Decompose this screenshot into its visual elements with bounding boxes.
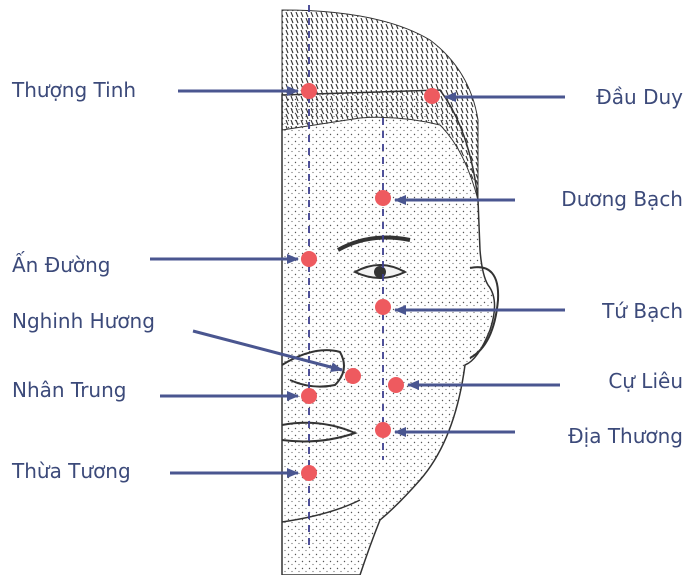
- point-thua-tuong[interactable]: [301, 465, 317, 481]
- point-duong-bach[interactable]: [375, 190, 391, 206]
- label-nhan-trung: Nhân Trung: [12, 378, 126, 402]
- label-dau-duy: Đầu Duy: [596, 85, 683, 109]
- label-an-duong: Ấn Đường: [12, 252, 111, 277]
- point-dau-duy[interactable]: [424, 88, 440, 104]
- label-thuong-tinh: Thượng Tinh: [11, 78, 136, 102]
- point-nhan-trung[interactable]: [301, 388, 317, 404]
- point-nghinh-huong[interactable]: [345, 368, 361, 384]
- point-dia-thuong[interactable]: [375, 422, 391, 438]
- label-tu-bach: Tứ Bạch: [601, 299, 683, 323]
- label-dia-thuong: Địa Thương: [568, 424, 683, 448]
- point-thuong-tinh[interactable]: [301, 83, 317, 99]
- face-skin: [282, 90, 495, 575]
- label-duong-bach: Dương Bạch: [561, 187, 683, 211]
- label-thua-tuong: Thừa Tương: [11, 459, 131, 483]
- point-an-duong[interactable]: [301, 251, 317, 267]
- point-tu-bach[interactable]: [375, 299, 391, 315]
- label-nghinh-huong: Nghinh Hương: [12, 309, 155, 333]
- iris: [374, 266, 386, 278]
- label-cu-lieu: Cự Liêu: [608, 369, 683, 393]
- point-cu-lieu[interactable]: [388, 377, 404, 393]
